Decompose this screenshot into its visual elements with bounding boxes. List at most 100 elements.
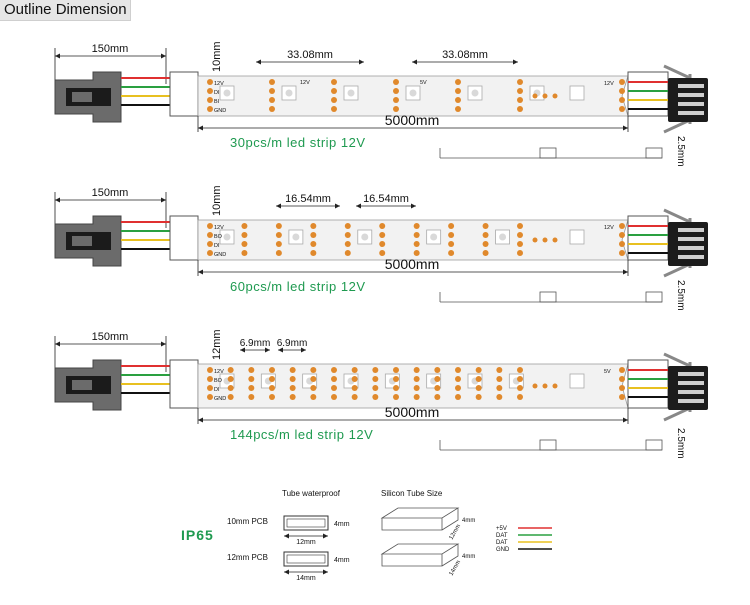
wire-length-dim-head-right [161, 341, 166, 347]
end-voltage-label: 12V [604, 225, 614, 231]
solder-pad [482, 241, 489, 247]
solder-pad [372, 367, 379, 373]
tube-height-label: 4mm [334, 557, 350, 564]
solder-pad [344, 223, 351, 229]
connector-pin [678, 390, 704, 394]
solder-pad [455, 97, 461, 103]
pitch-label-b: 33.08mm [442, 49, 488, 61]
solder-pad [434, 376, 441, 382]
solder-pad [207, 385, 213, 391]
solder-pad [517, 88, 523, 94]
pcb-label: 12mm PCB [227, 553, 268, 562]
pad-label: DI [214, 243, 220, 249]
solder-pad [331, 394, 337, 400]
wire-length-label: 150mm [92, 331, 129, 343]
connector-pin [678, 84, 704, 88]
solder-pad [434, 394, 441, 400]
led-chip-end [569, 85, 585, 101]
profile-height-label: 2.5mm [675, 428, 686, 459]
pad-label: BO [214, 234, 223, 240]
solder-pad [269, 376, 275, 382]
profile-led-end [645, 291, 663, 303]
wire-length-dim-head-right [161, 197, 166, 203]
solder-pad [269, 88, 275, 94]
wire-legend-label: DAT [496, 533, 508, 539]
connector-pin [678, 246, 704, 250]
solder-pad [344, 232, 351, 238]
solder-pad [517, 106, 523, 112]
led-lens [223, 233, 231, 241]
solder-pad [207, 394, 213, 400]
continuation-dot [542, 93, 548, 99]
solder-pad [496, 385, 503, 391]
solder-pad [517, 97, 523, 103]
solder-pad [496, 394, 503, 400]
silicon-tube-title: Silicon Tube Size [381, 489, 443, 498]
ip-rating-label: IP65 [181, 527, 214, 543]
solder-pad [289, 394, 296, 400]
solder-pad [393, 97, 399, 103]
solder-pad-end [619, 367, 625, 373]
pitch-dim-b-head-left [412, 59, 417, 65]
pad-label: GND [214, 396, 226, 402]
solder-pad [241, 241, 248, 247]
pitch-dim-b-head-left [356, 203, 361, 209]
pitch-label-a: 6.9mm [240, 338, 271, 349]
pad-label: 12V [214, 369, 224, 375]
mid-voltage-label: 12V [300, 80, 310, 86]
solder-pad [413, 376, 420, 382]
solder-pad [310, 367, 317, 373]
solder-pad [393, 394, 399, 400]
wire-legend-label: DAT [496, 540, 508, 546]
pitch-dim-a-head-left [240, 347, 245, 353]
solder-pad [275, 241, 282, 247]
solder-pad [372, 394, 379, 400]
solder-pad [289, 367, 296, 373]
solder-pad [207, 97, 213, 103]
solder-pad [517, 394, 523, 400]
solder-pad [393, 367, 399, 373]
solder-pad [413, 250, 420, 256]
solder-pad [207, 250, 213, 256]
total-length-label: 5000mm [385, 404, 439, 420]
solder-pad [372, 376, 379, 382]
solder-pad [269, 106, 275, 112]
strip-width-label: 10mm [211, 41, 223, 72]
solder-pad [344, 250, 351, 256]
solder-pad [475, 385, 482, 391]
solder-pad [310, 376, 317, 382]
pad-label: 12V [214, 225, 224, 231]
tube-pcb [286, 554, 326, 564]
led-lens [361, 233, 369, 241]
solder-pad [351, 385, 358, 391]
solder-pad-end [619, 376, 625, 382]
pad-label: 12V [214, 81, 224, 87]
silicon-height-label: 4mm [462, 518, 475, 524]
solder-pad [351, 367, 358, 373]
solder-pad [207, 232, 213, 238]
tube-width-dim-head-right [323, 533, 328, 539]
solder-pad [269, 385, 275, 391]
solder-pad [393, 106, 399, 112]
solder-pad-end [619, 250, 625, 256]
heat-shrink-left [169, 215, 199, 261]
silicon-tube-sketch [380, 507, 460, 531]
total-length-dim-head-right [623, 125, 628, 131]
solder-pad [413, 223, 420, 229]
led-lens [499, 233, 507, 241]
solder-pad [207, 106, 213, 112]
solder-pad [413, 232, 420, 238]
solder-pad [207, 367, 213, 373]
total-length-dim-head-left [198, 269, 203, 275]
solder-pad [248, 394, 255, 400]
strip-caption: 60pcs/m led strip 12V [230, 279, 366, 294]
solder-pad [455, 376, 461, 382]
pitch-dim-a-head-right [265, 347, 270, 353]
solder-pad [310, 223, 317, 229]
solder-pad [413, 367, 420, 373]
connector-pin [678, 111, 704, 115]
connector-pin [678, 228, 704, 232]
